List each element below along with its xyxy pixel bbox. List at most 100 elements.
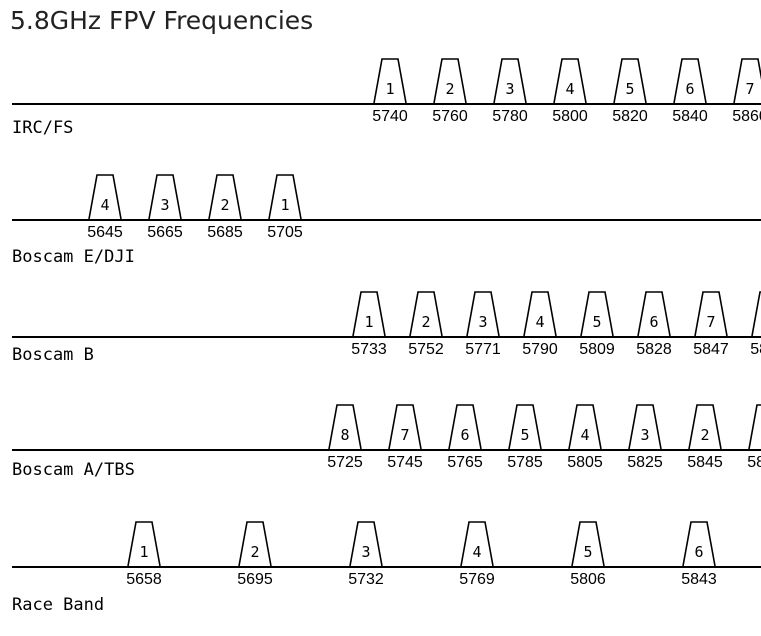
band-label: Boscam A/TBS (12, 460, 135, 480)
frequency-label: 5805 (567, 454, 603, 471)
channel-number: 5 (625, 80, 634, 98)
channel-trapezoid (148, 174, 182, 220)
frequency-label: 5820 (612, 108, 648, 125)
channel-trapezoid (493, 58, 527, 104)
frequency-label: 5860 (732, 108, 761, 125)
channel-number: 4 (580, 426, 589, 444)
channel-trapezoid (523, 291, 557, 337)
frequency-label: 5760 (432, 108, 468, 125)
channel-number: 7 (400, 426, 409, 444)
frequency-label: 5745 (387, 454, 423, 471)
frequency-label: 5809 (579, 341, 615, 358)
channel-trapezoid (409, 291, 443, 337)
channel-number: 6 (460, 426, 469, 444)
channel-number: 5 (583, 543, 592, 561)
band-row: Boscam B15733257523577145790558096582875… (12, 291, 761, 365)
channel-trapezoid (388, 404, 422, 450)
channel-trapezoid (688, 404, 722, 450)
channel-number: 1 (280, 196, 289, 214)
band-label: Boscam E/DJI (12, 247, 135, 267)
channel-trapezoid (673, 58, 707, 104)
frequency-label: 5740 (372, 108, 408, 125)
frequency-label: 5771 (465, 341, 501, 358)
frequency-label: 5790 (522, 341, 558, 358)
band-label: Race Band (12, 595, 104, 615)
channel-trapezoid (628, 404, 662, 450)
channel-number: 5 (520, 426, 529, 444)
channel-number: 5 (592, 313, 601, 331)
frequency-label: 5732 (348, 571, 384, 588)
frequency-label: 5847 (693, 341, 729, 358)
channel-trapezoid (694, 291, 728, 337)
channel-number: 2 (445, 80, 454, 98)
channel-trapezoid (637, 291, 671, 337)
frequency-label: 5725 (327, 454, 363, 471)
frequency-label: 5845 (687, 454, 723, 471)
frequency-label: 5658 (126, 571, 162, 588)
channel-trapezoid (433, 58, 467, 104)
channel-number: 4 (565, 80, 574, 98)
frequency-label: 5800 (552, 108, 588, 125)
frequency-label: 5840 (672, 108, 708, 125)
channel-number: 6 (694, 543, 703, 561)
channel-number: 4 (535, 313, 544, 331)
channel-number: 7 (745, 80, 754, 98)
channel-trapezoid (751, 291, 761, 337)
channel-number: 2 (421, 313, 430, 331)
channel-number: 6 (649, 313, 658, 331)
frequency-label: 5828 (636, 341, 672, 358)
channel-trapezoid (466, 291, 500, 337)
frequency-label: 5752 (408, 341, 444, 358)
channel-number: 3 (478, 313, 487, 331)
frequency-label: 5695 (237, 571, 273, 588)
frequency-label: 5785 (507, 454, 543, 471)
frequency-label: 5866 (750, 341, 761, 358)
channel-number: 2 (220, 196, 229, 214)
channel-trapezoid (328, 404, 362, 450)
band-row: Race Band1565825695357324576955806658437… (12, 521, 761, 615)
frequency-label: 5806 (570, 571, 606, 588)
channel-number: 6 (685, 80, 694, 98)
frequency-label: 5780 (492, 108, 528, 125)
channel-number: 4 (472, 543, 481, 561)
channel-number: 3 (640, 426, 649, 444)
band-row: IRC/FS1574025760357804580055820658407586… (12, 58, 761, 138)
channel-trapezoid (373, 58, 407, 104)
page-title: 5.8GHz FPV Frequencies (10, 6, 314, 35)
channel-trapezoid (613, 58, 647, 104)
frequency-label: 5865 (747, 454, 761, 471)
channel-number: 7 (706, 313, 715, 331)
frequency-label: 5705 (267, 224, 303, 241)
channel-number: 3 (361, 543, 370, 561)
channel-trapezoid (127, 521, 161, 567)
frequency-label: 5733 (351, 341, 387, 358)
frequency-label: 5645 (87, 224, 123, 241)
frequency-label: 5665 (147, 224, 183, 241)
channel-trapezoid (208, 174, 242, 220)
frequency-label: 5825 (627, 454, 663, 471)
channel-trapezoid (580, 291, 614, 337)
channel-trapezoid (238, 521, 272, 567)
channel-trapezoid (571, 521, 605, 567)
channel-trapezoid (508, 404, 542, 450)
channel-trapezoid (553, 58, 587, 104)
channel-number: 1 (364, 313, 373, 331)
band-label: IRC/FS (12, 118, 73, 138)
channel-number: 8 (340, 426, 349, 444)
frequency-label: 5769 (459, 571, 495, 588)
channel-trapezoid (682, 521, 716, 567)
channel-trapezoid (268, 174, 302, 220)
channel-number: 3 (160, 196, 169, 214)
channel-trapezoid (88, 174, 122, 220)
frequency-label: 5765 (447, 454, 483, 471)
channel-trapezoid (460, 521, 494, 567)
channel-number: 2 (250, 543, 259, 561)
channel-trapezoid (352, 291, 386, 337)
channel-number: 1 (385, 80, 394, 98)
channel-number: 1 (139, 543, 148, 561)
channel-trapezoid (733, 58, 761, 104)
channel-number: 4 (100, 196, 109, 214)
